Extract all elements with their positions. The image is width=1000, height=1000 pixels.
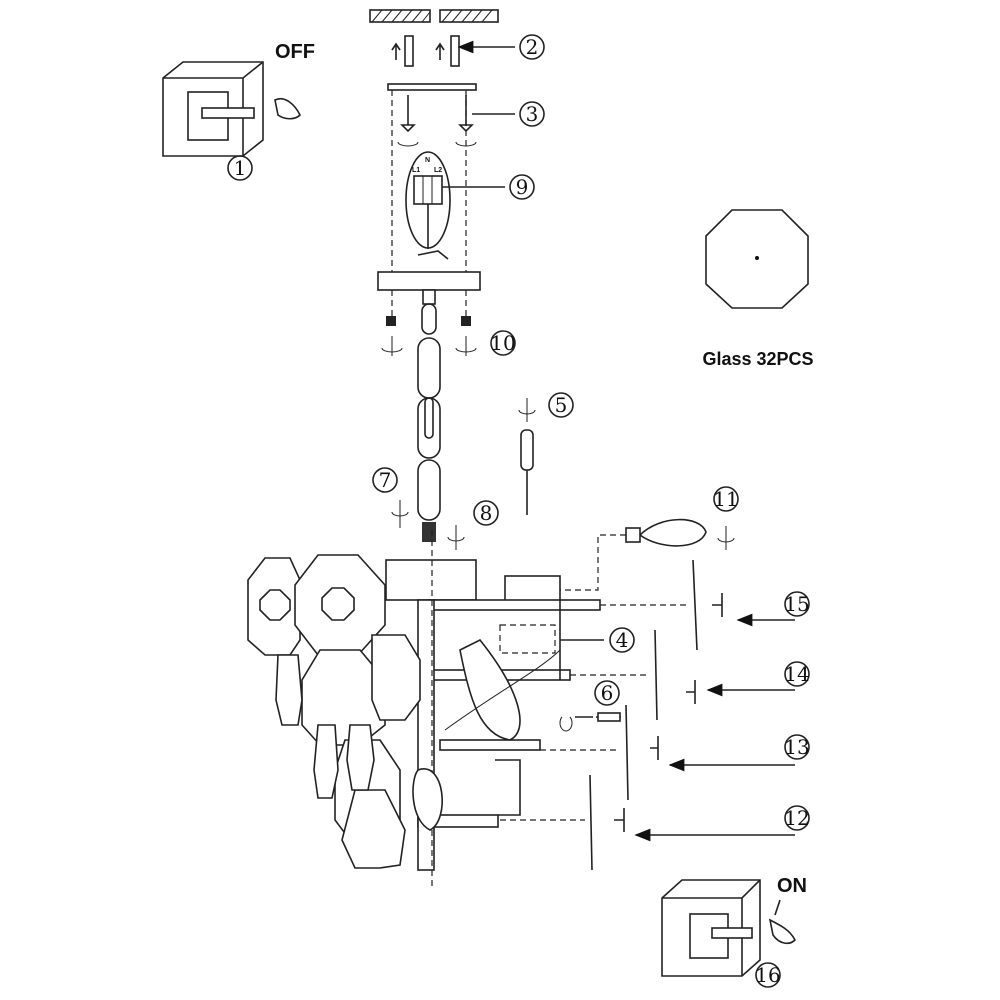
- terminal-l1-label: L1: [412, 167, 420, 174]
- off-label: OFF: [275, 41, 315, 63]
- chain-nut: [422, 522, 436, 542]
- canopy: [377, 271, 481, 291]
- on-label: ON: [777, 875, 807, 897]
- rotate-arrows: [391, 500, 465, 550]
- svg-text:15: 15: [784, 592, 809, 616]
- ceiling: [369, 9, 499, 23]
- callout-7: 7: [372, 467, 398, 493]
- callout-1: 1: [227, 155, 253, 181]
- callout-15: 15: [784, 591, 810, 617]
- mounting-bracket: [387, 83, 515, 147]
- chain: [417, 303, 441, 521]
- svg-text:12: 12: [784, 806, 809, 830]
- screwdriver-icon: [518, 398, 536, 515]
- callout-3: 3: [519, 101, 545, 127]
- terminal-n-label: N: [425, 157, 430, 164]
- svg-text:10: 10: [490, 331, 515, 355]
- callout-numbers: 1 2 3 4 5 6 7 8 9 10 11 12 13 14 15 16: [227, 34, 810, 988]
- svg-text:11: 11: [713, 487, 738, 511]
- callout-8: 8: [473, 500, 499, 526]
- glass-holes: [259, 587, 355, 621]
- svg-text:16: 16: [755, 963, 780, 987]
- callout-2: 2: [519, 34, 545, 60]
- callout-4: 4: [609, 627, 635, 653]
- callout-5: 5: [548, 392, 574, 418]
- callout-13: 13: [784, 734, 810, 760]
- callout-10: 10: [490, 330, 516, 356]
- svg-text:6: 6: [601, 681, 614, 705]
- callout-6: 6: [594, 680, 620, 706]
- svg-text:8: 8: [480, 501, 493, 525]
- svg-text:2: 2: [526, 35, 539, 59]
- callout-14: 14: [784, 661, 810, 687]
- svg-text:9: 9: [516, 175, 529, 199]
- svg-text:5: 5: [555, 393, 568, 417]
- switch-off-icon: OFF: [162, 41, 315, 157]
- terminal-block: L1 N L2: [405, 151, 505, 260]
- svg-text:14: 14: [784, 662, 809, 686]
- wall-anchors: [391, 35, 515, 67]
- svg-text:4: 4: [616, 628, 629, 652]
- svg-text:3: 3: [526, 102, 539, 126]
- arm-screws: [500, 559, 795, 871]
- cap-nuts: [381, 316, 477, 356]
- callout-12: 12: [784, 805, 810, 831]
- callout-9: 9: [509, 174, 535, 200]
- glass-panels: [247, 554, 421, 869]
- callout-16: 16: [755, 962, 781, 988]
- svg-text:13: 13: [784, 735, 809, 759]
- fixture-body: [385, 530, 601, 890]
- svg-text:7: 7: [379, 468, 392, 492]
- terminal-l2-label: L2: [434, 167, 442, 174]
- light-bulb-icon: [560, 518, 735, 591]
- glass-label: Glass 32PCS: [702, 349, 813, 369]
- svg-text:1: 1: [234, 156, 247, 180]
- callout-11: 11: [713, 486, 739, 512]
- switch-on-icon: ON: [661, 875, 807, 977]
- glass-octagon: [705, 209, 809, 309]
- canopy-nut: [422, 289, 436, 305]
